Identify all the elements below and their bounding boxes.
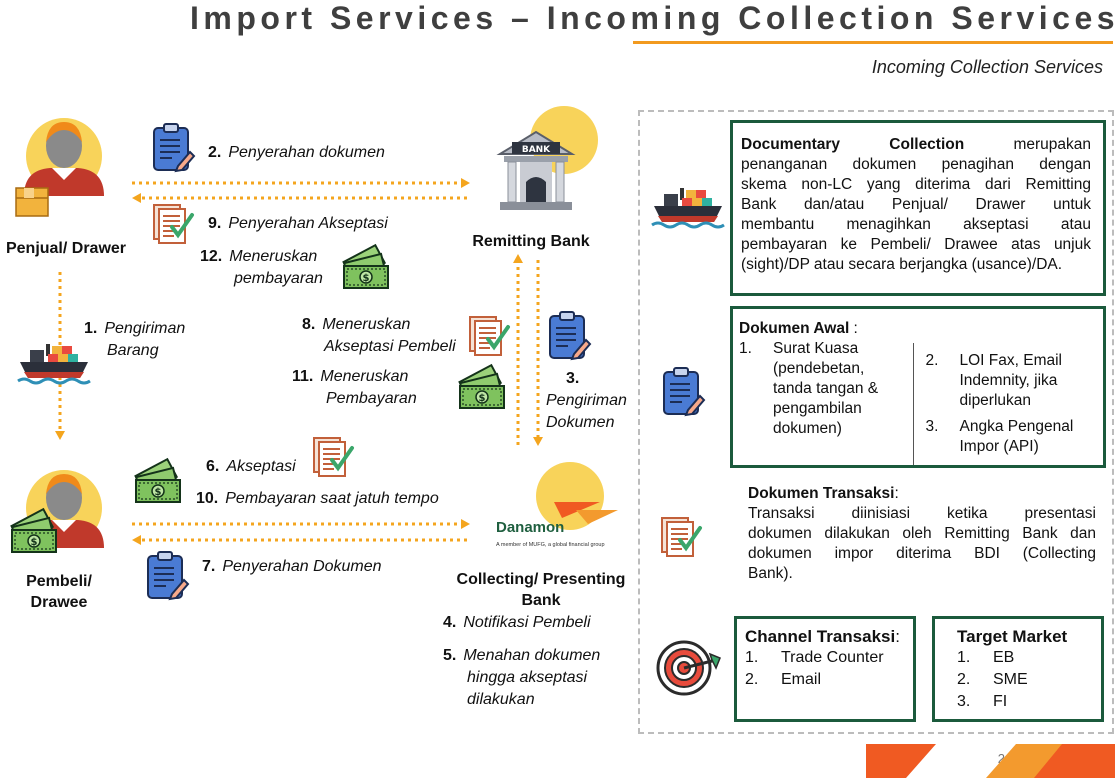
channel-transaksi-box: Channel Transaksi: 1.Trade Counter 2.Ema… bbox=[734, 616, 916, 722]
target-market-box: Target Market 1.EB 2.SME 3.FI bbox=[932, 616, 1104, 722]
channel-list: 1.Trade Counter 2.Email bbox=[745, 649, 884, 688]
page-subtitle: Incoming Collection Services bbox=[871, 57, 1103, 77]
page-number: 2 bbox=[997, 751, 1005, 766]
document-check-icon bbox=[468, 315, 510, 357]
step-12: 12.Meneruskan pembayaran bbox=[200, 248, 323, 287]
document-check-icon bbox=[312, 436, 354, 478]
step-8: 8.Meneruskan Akseptasi Pembeli bbox=[302, 316, 456, 355]
dokumen-transaksi-section: Dokumen Transaksi: Transaksi diinisiasi … bbox=[748, 485, 1096, 582]
remitting-bank-label: Remitting Bank bbox=[472, 233, 590, 250]
step-6: 6.Akseptasi bbox=[206, 458, 296, 475]
clipboard-icon bbox=[549, 311, 591, 360]
dokumen-awal-list-right: 2.LOI Fax, Email Indemnity, jika diperlu… bbox=[925, 352, 1074, 455]
dokumen-awal-list-left: 1.Surat Kuasa (pendebetan, tanda tangan … bbox=[739, 340, 879, 437]
step-10: 10.Pembayaran saat jatuh tempo bbox=[196, 490, 439, 507]
dokumen-transaksi-title: Dokumen Transaksi bbox=[748, 485, 895, 502]
step-4: 4.Notifikasi Pembeli bbox=[443, 614, 591, 631]
cargo-box-icon bbox=[15, 187, 49, 217]
step-11: 11.Meneruskan Pembayaran bbox=[292, 368, 417, 407]
step-9: 9.Penyerahan Akseptasi bbox=[208, 215, 388, 232]
documentary-collection-box: Documentary Collection merupakan penanga… bbox=[730, 120, 1106, 296]
step-7: 7.Penyerahan Dokumen bbox=[202, 558, 382, 575]
document-check-icon bbox=[660, 516, 702, 558]
danamon-tagline: A member of MUFG, a global financial gro… bbox=[496, 542, 605, 548]
money-stack-icon bbox=[458, 364, 505, 409]
step-1: 1.Pengiriman Barang bbox=[84, 320, 186, 359]
bank-building-icon: BANK bbox=[496, 106, 598, 210]
dokumen-awal-title: Dokumen Awal bbox=[739, 320, 850, 337]
documentary-collection-text: Documentary Collection merupakan penanga… bbox=[741, 136, 1092, 273]
danamon-logo: Danamon A member of MUFG, a global finan… bbox=[496, 462, 618, 548]
buyer-label: Pembeli/Drawee bbox=[26, 573, 92, 611]
clipboard-icon bbox=[147, 551, 189, 600]
channel-title: Channel Transaksi bbox=[745, 627, 896, 646]
money-stack-icon bbox=[134, 458, 181, 503]
bank-sign: BANK bbox=[522, 145, 551, 155]
target-list: 1.EB 2.SME 3.FI bbox=[957, 649, 1028, 710]
dokumen-awal-box: Dokumen Awal : 1.Surat Kuasa (pendebetan… bbox=[730, 306, 1106, 468]
seller-label: Penjual/ Drawer bbox=[5, 240, 127, 257]
buyer-person-icon bbox=[10, 470, 104, 553]
ship-icon bbox=[650, 186, 726, 229]
step-5: 5.Menahan dokumen hingga akseptasi dilak… bbox=[443, 647, 601, 708]
seller-person-icon bbox=[15, 118, 104, 217]
info-panels-frame bbox=[638, 110, 1114, 734]
money-stack-icon bbox=[342, 244, 389, 289]
clipboard-icon bbox=[663, 367, 705, 416]
step-2: 2.Penyerahan dokumen bbox=[208, 144, 385, 161]
page-title: Import Services – Incoming Collection Se… bbox=[190, 0, 1115, 36]
title-underline bbox=[633, 41, 1113, 44]
footer-decoration bbox=[866, 744, 1115, 778]
ship-icon bbox=[16, 342, 92, 385]
document-check-icon bbox=[152, 203, 194, 245]
danamon-name: Danamon bbox=[496, 519, 564, 536]
dokumen-transaksi-text: Transaksi diinisiasi ketika presentasi d… bbox=[748, 505, 1096, 582]
clipboard-icon bbox=[153, 123, 195, 172]
target-title: Target Market bbox=[957, 627, 1068, 646]
target-icon bbox=[656, 640, 722, 696]
